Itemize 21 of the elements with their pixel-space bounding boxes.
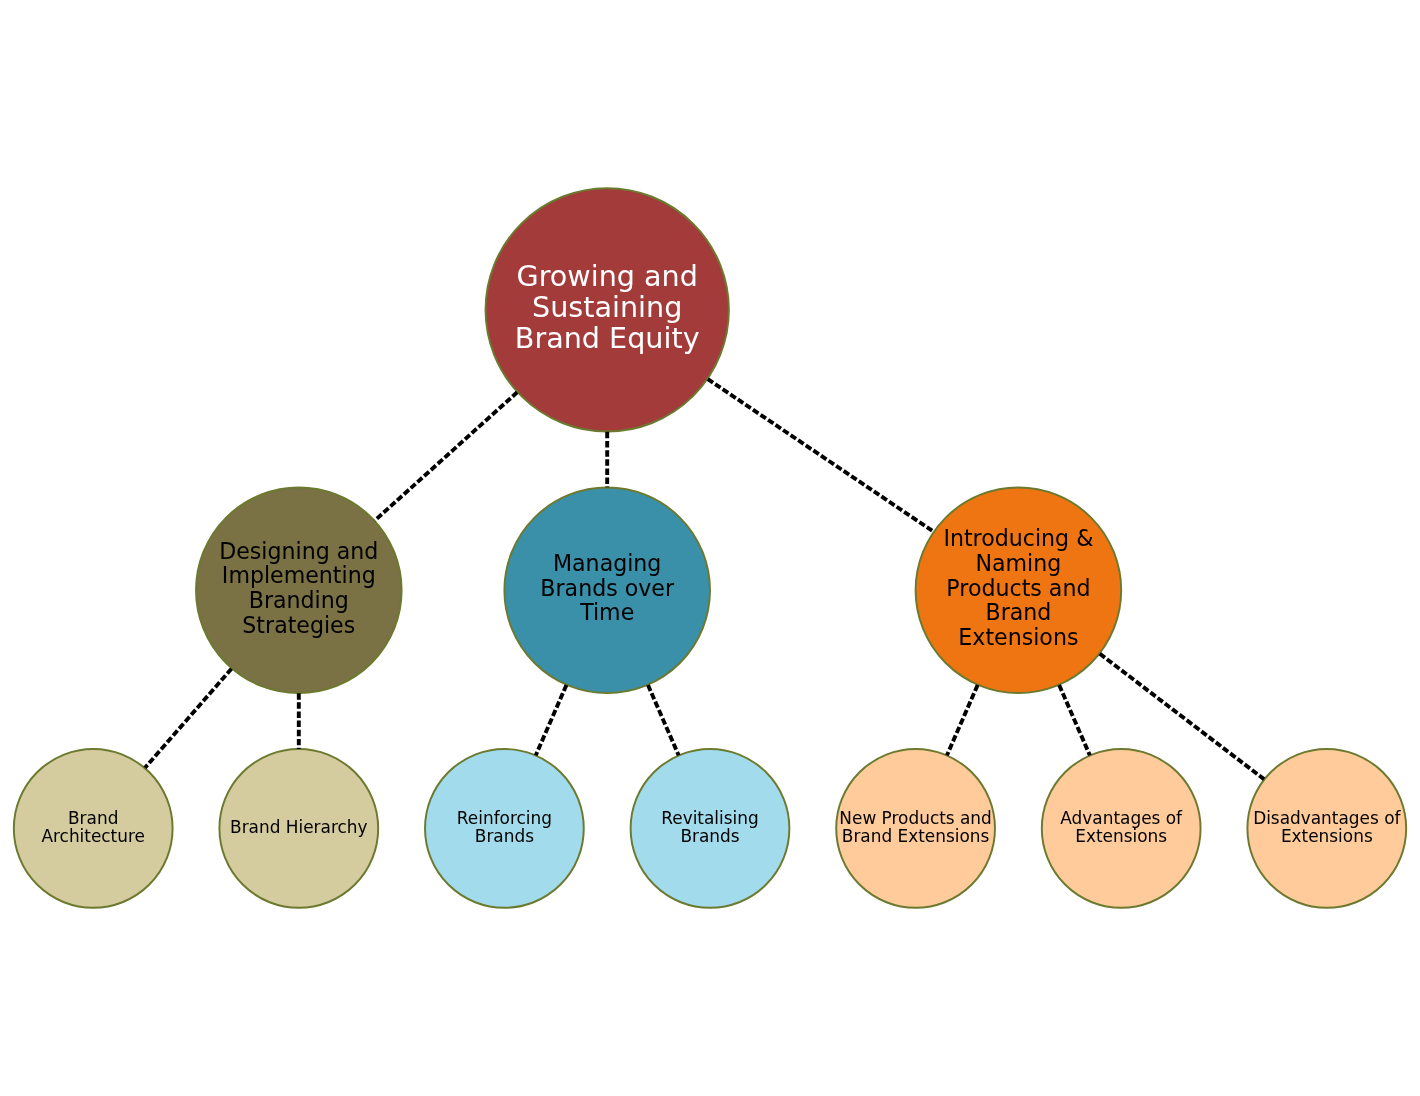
node-circle: Brand Hierarchy bbox=[218, 748, 380, 909]
connector bbox=[296, 693, 301, 749]
node-circle: Managing Brands over Time bbox=[503, 486, 711, 695]
connector bbox=[373, 390, 519, 522]
connector bbox=[646, 684, 681, 757]
connector bbox=[1057, 684, 1092, 757]
connector bbox=[706, 377, 935, 534]
node-circle: Disadvantages of Extensions bbox=[1246, 748, 1408, 909]
connector bbox=[143, 667, 233, 770]
node-circle: Reinforcing Brands bbox=[424, 748, 585, 909]
node-circle: New Products and Brand Extensions bbox=[835, 748, 996, 909]
connector bbox=[945, 684, 980, 757]
node-circle: Advantages of Extensions bbox=[1040, 748, 1202, 909]
connector bbox=[1098, 652, 1266, 781]
node-circle: Revitalising Brands bbox=[629, 748, 791, 909]
connector bbox=[605, 431, 610, 488]
node-circle: Designing and Implementing Branding Strategies bbox=[195, 486, 403, 695]
connector bbox=[534, 684, 569, 757]
node-circle: Growing and Sustaining Brand Equity bbox=[484, 187, 730, 433]
node-circle: Introducing & Naming Products and Brand Extensions bbox=[914, 486, 1123, 695]
node-circle: Brand Architecture bbox=[12, 748, 174, 909]
